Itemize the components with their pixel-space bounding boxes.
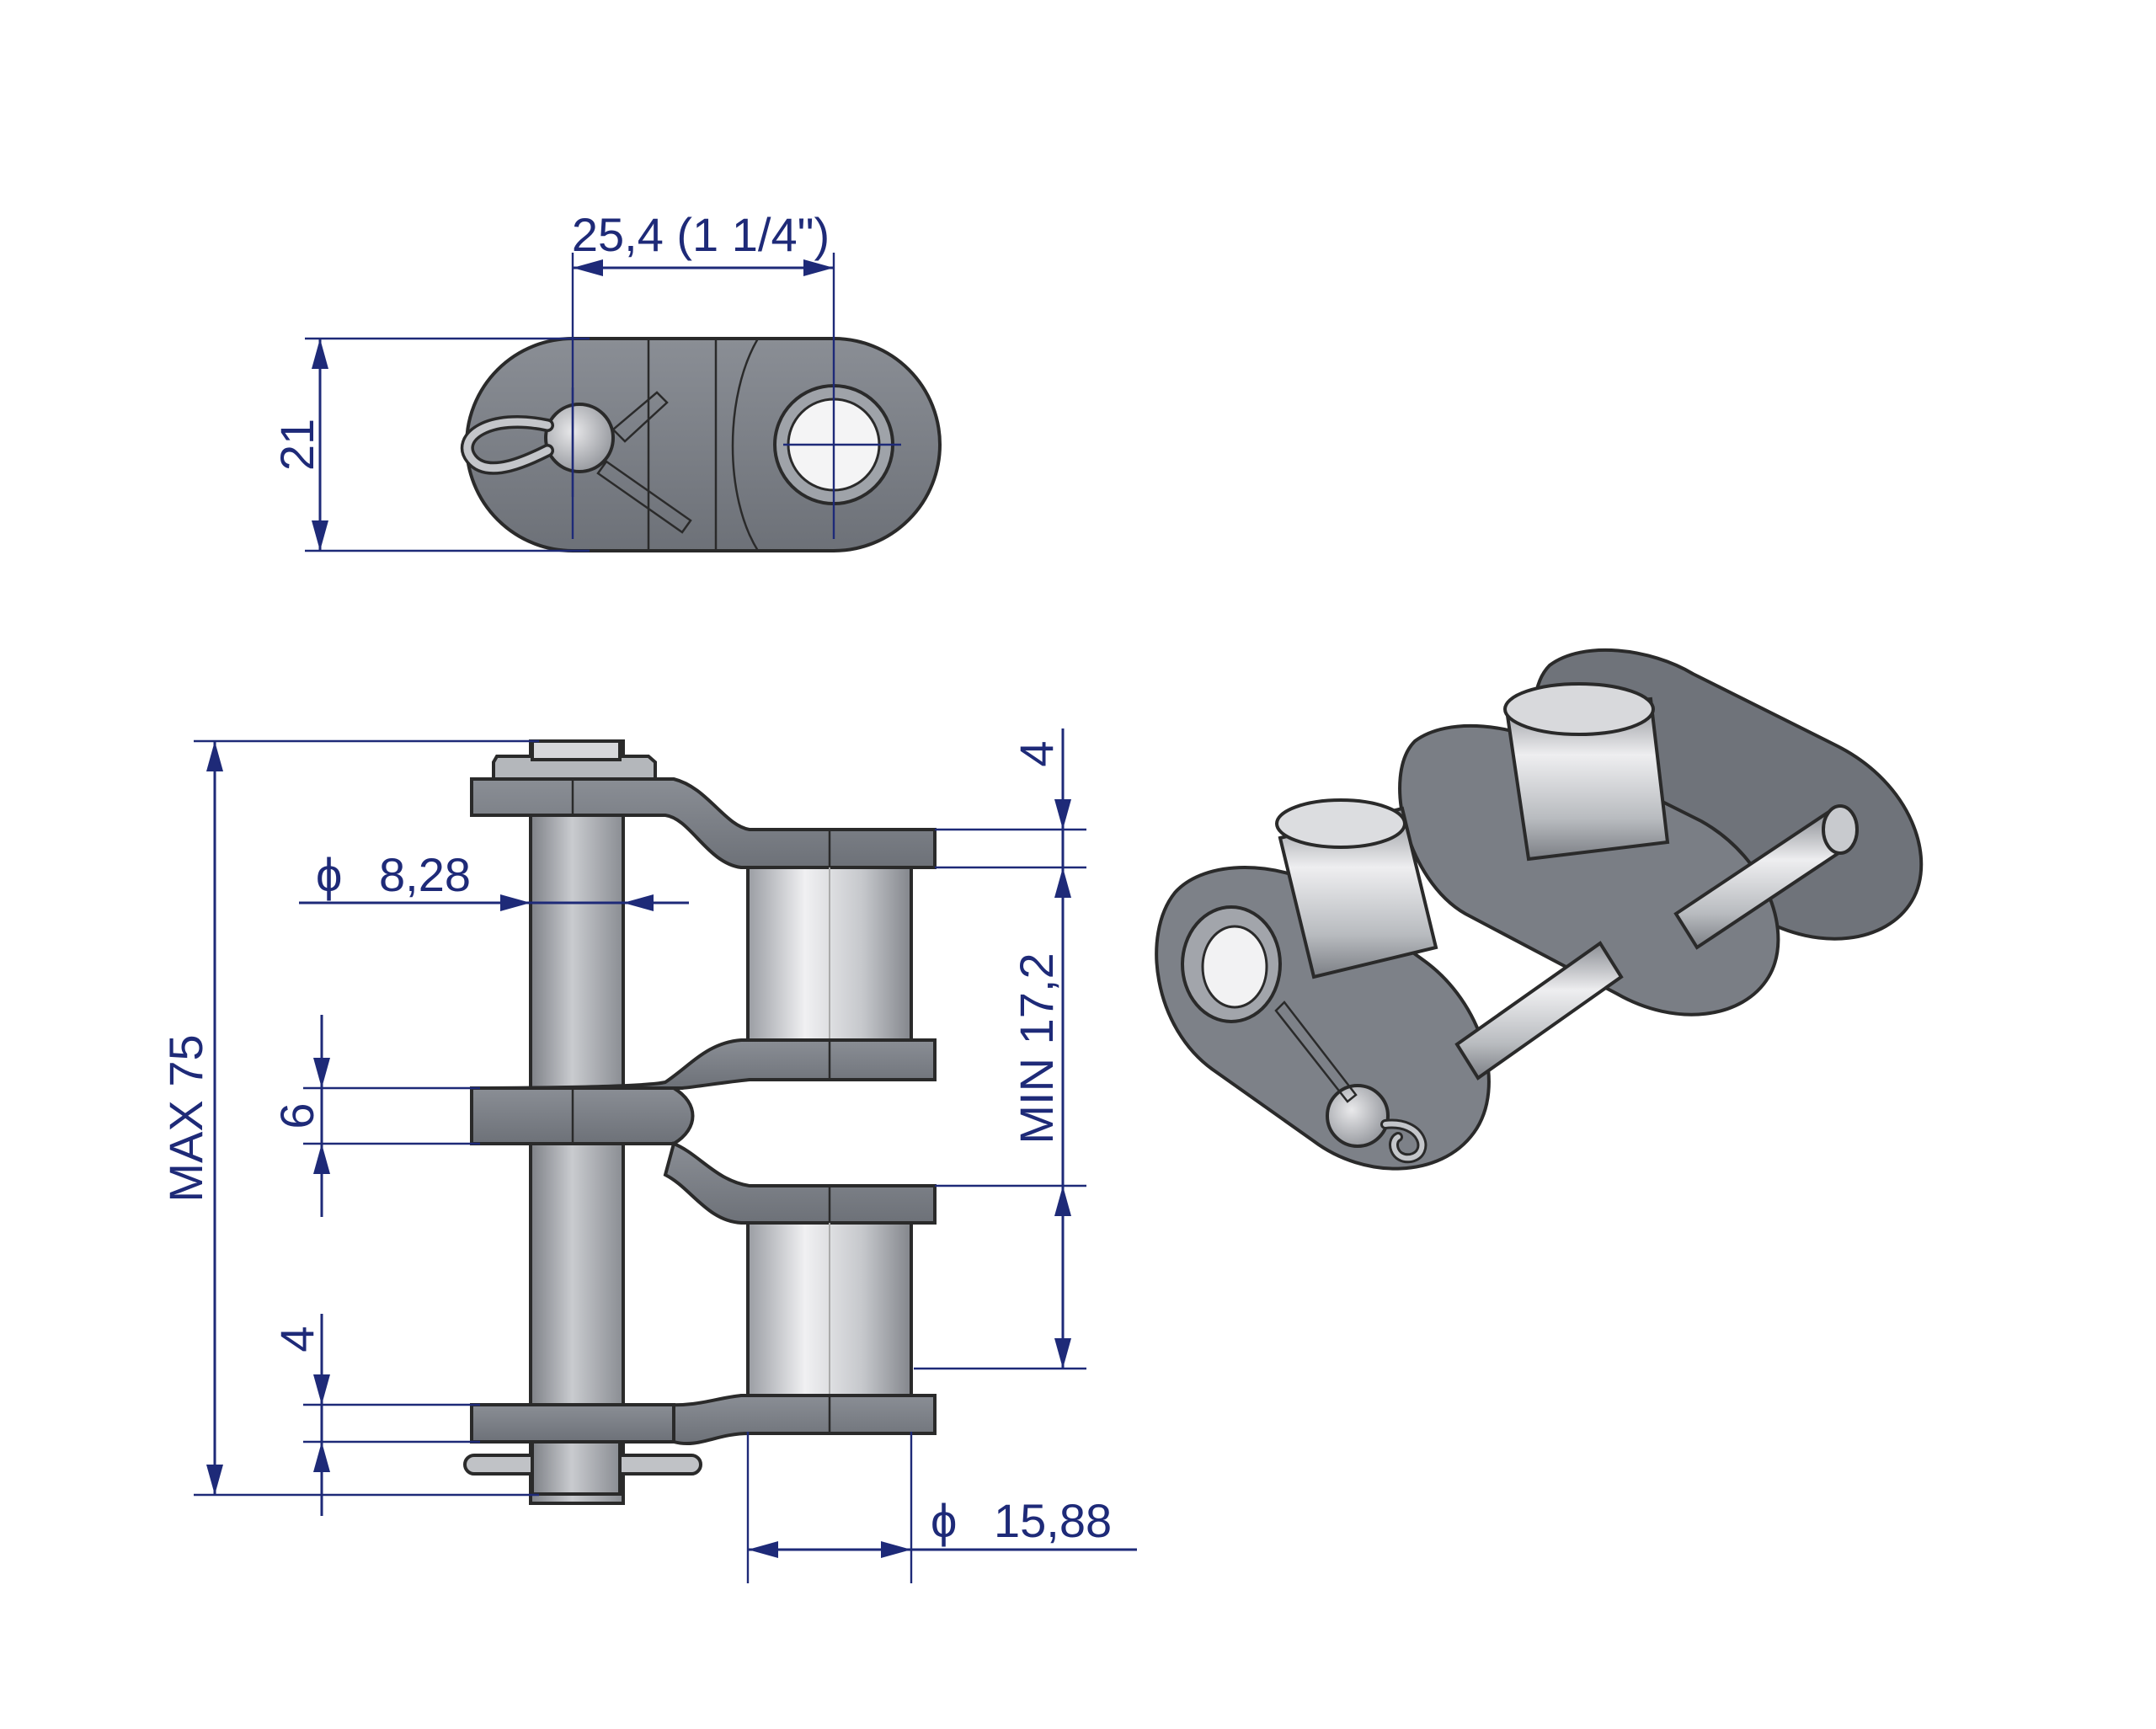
iso-hole (1201, 925, 1268, 1009)
pitch-label: 25,4 (1 1/4") (572, 208, 830, 261)
top4-arrow-top (1054, 799, 1071, 830)
height-arrow-bottom (312, 520, 328, 551)
iso-cotter-arm (1274, 1001, 1358, 1103)
bot-arrow-bottom (313, 1442, 330, 1472)
mid-arrow-top (313, 1058, 330, 1088)
plate-seam-curve (731, 338, 760, 552)
cotter-arm-upper (611, 391, 669, 443)
mid-arrow-bottom (313, 1144, 330, 1174)
iso-back-pin-end (1822, 804, 1859, 855)
iso-back-roller-end (1503, 682, 1655, 736)
roller-arrow-left (748, 1541, 778, 1558)
pitch-arrow-left (573, 259, 603, 276)
iso-front-pin (1454, 941, 1624, 1081)
mid-label: 6 (270, 1102, 323, 1129)
min-arrow-top (1054, 1186, 1071, 1216)
height-arrow-top (312, 339, 328, 369)
top4-label: 4 (1010, 740, 1063, 766)
min-label: MIN 17,2 (1010, 953, 1063, 1144)
cotter-loop (463, 418, 552, 472)
top-dimensions: 25,4 (1 1/4") 21 (270, 208, 835, 552)
pin-dia-arrow-left (500, 894, 531, 911)
bot-label: 4 (270, 1326, 323, 1352)
lower-outer-plate (470, 1403, 675, 1444)
roller-dia-label: 15,88 (994, 1494, 1112, 1547)
max-label: MAX 75 (159, 1034, 212, 1202)
pin-head (544, 403, 615, 473)
top-view (460, 337, 942, 552)
pin-dia-symbol: ϕ (316, 848, 342, 901)
middle-plate-lower (663, 1141, 937, 1225)
cotter-arm-lower (596, 460, 692, 534)
iso-front-roller-end (1275, 798, 1406, 849)
pin-bottom (531, 1440, 622, 1496)
pin-dia-label: 8,28 (379, 848, 471, 901)
isometric-view (1155, 648, 1924, 1171)
side-view (463, 739, 937, 1505)
side-dimensions: MAX 75 ϕ 8,28 6 4 4 MIN 17,2 (159, 728, 1137, 1583)
max-arrow-bottom (206, 1465, 223, 1495)
pin-dia-arrow-right (623, 894, 654, 911)
iso-cotter-loop (1383, 1121, 1425, 1161)
pin-top (531, 739, 622, 761)
iso-pin-head (1326, 1084, 1390, 1148)
max-arrow-top (206, 741, 223, 771)
height-label: 21 (270, 419, 323, 471)
min-arrow-bottom (1054, 1338, 1071, 1369)
pitch-arrow-right (803, 259, 834, 276)
roller-arrow-right (881, 1541, 911, 1558)
roller-dia-symbol: ϕ (931, 1494, 957, 1547)
bot-arrow-top (313, 1374, 330, 1405)
middle-plate (470, 1086, 695, 1145)
